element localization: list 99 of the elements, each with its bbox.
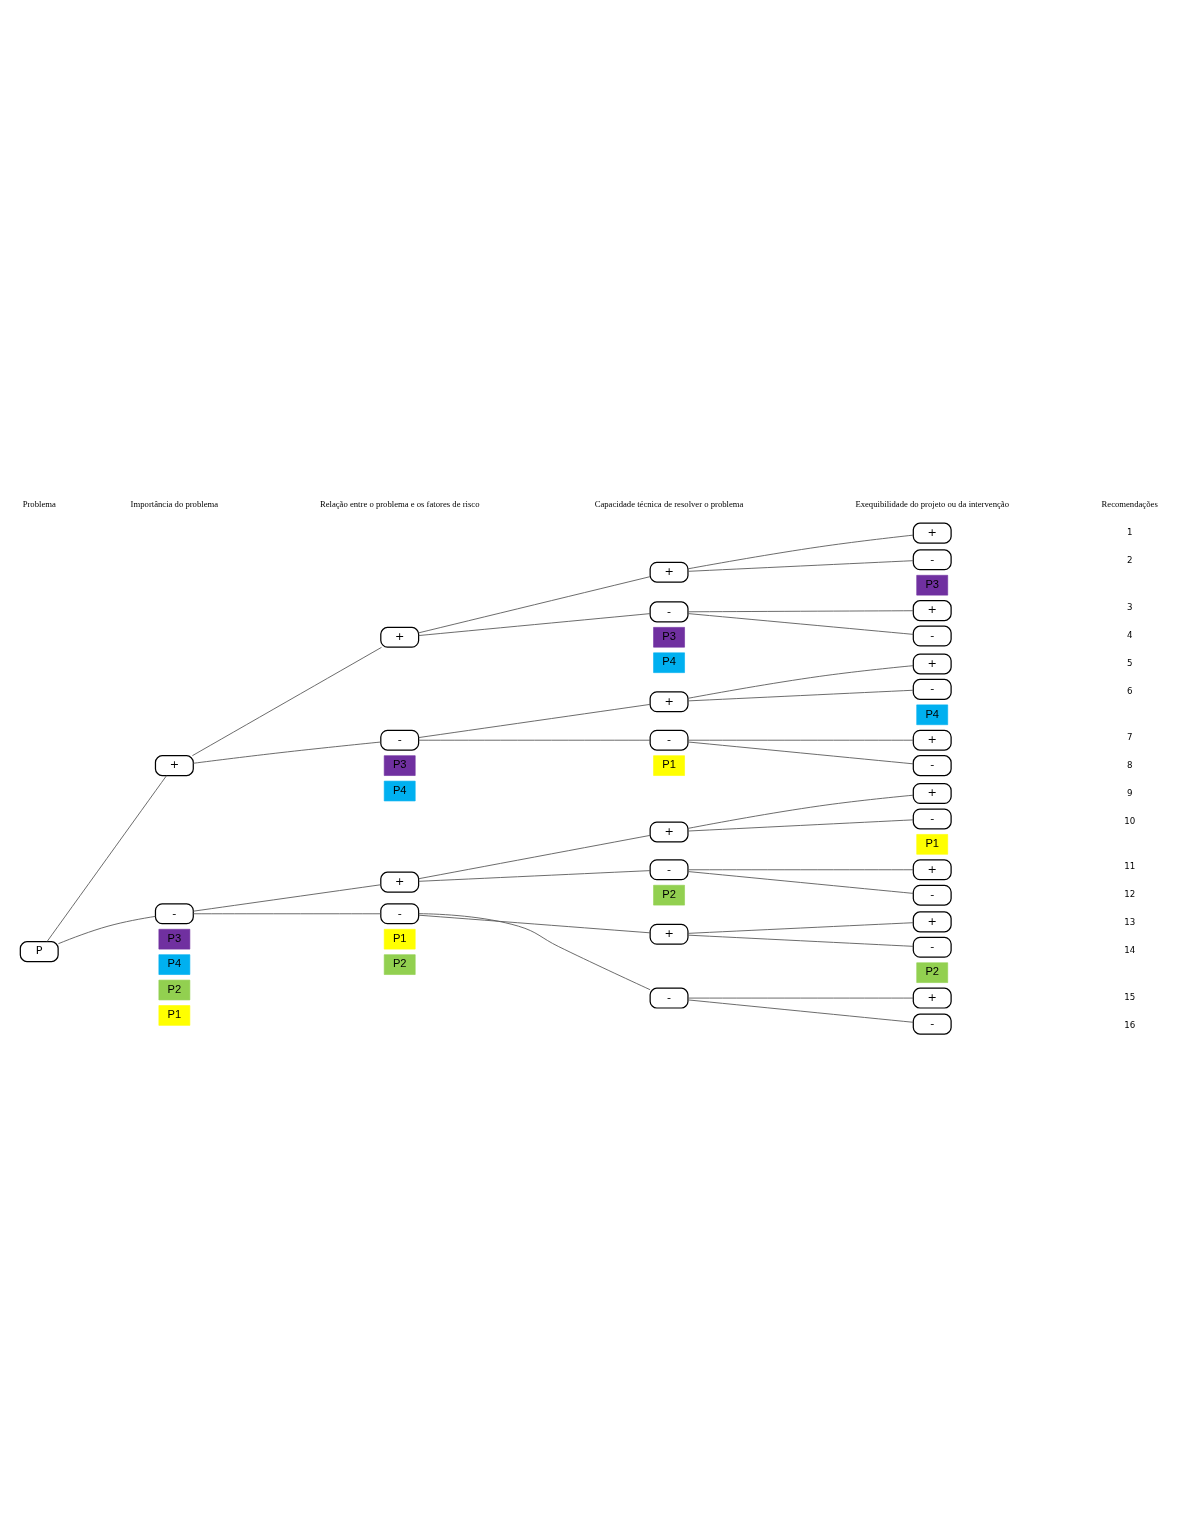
node-box: P1: [916, 833, 948, 855]
connector: [687, 921, 914, 934]
label: 2: [1126, 554, 1133, 565]
connector: [192, 741, 382, 764]
connector: [687, 664, 914, 699]
connector: [687, 741, 914, 764]
node-box: +: [912, 910, 952, 932]
label: 11: [1124, 860, 1136, 871]
connector: [192, 912, 382, 914]
node-box: +: [912, 729, 952, 751]
label: 16: [1124, 1019, 1136, 1030]
node-box: -: [912, 936, 952, 958]
connector: [687, 998, 914, 1023]
node-box: -: [912, 548, 952, 570]
connector: [687, 934, 914, 947]
node-box: -: [380, 729, 420, 751]
label: 9: [1126, 787, 1133, 798]
node-box: -: [154, 902, 194, 924]
label: 7: [1126, 731, 1133, 742]
connector: [687, 559, 914, 572]
node-box: -: [380, 902, 420, 924]
connector: [418, 912, 651, 990]
connector: [687, 818, 914, 831]
node-box: -: [649, 858, 689, 880]
connector: [687, 739, 914, 741]
node-box: -: [912, 754, 952, 776]
node-box: +: [912, 652, 952, 674]
connector: [191, 646, 382, 756]
node-box: -: [912, 678, 952, 700]
label: 10: [1124, 815, 1136, 826]
node-box: P1: [653, 754, 685, 776]
node-box: -: [912, 807, 952, 829]
connector: [687, 609, 914, 612]
connector: [418, 834, 651, 879]
label: 8: [1126, 759, 1133, 770]
node-box: +: [649, 690, 689, 712]
node-box: P4: [653, 652, 685, 673]
connector: [192, 883, 382, 912]
label: 15: [1124, 991, 1136, 1002]
connector: [687, 534, 914, 569]
node-box: -: [649, 600, 689, 622]
node-box: +: [912, 858, 952, 880]
connector: [418, 612, 651, 636]
node-box: P2: [916, 961, 948, 983]
node-box: -: [649, 987, 689, 1009]
node-box: P2: [158, 979, 191, 1000]
node-box: +: [154, 754, 194, 776]
label: Relação entre o problema e os fatores de risco: [319, 498, 480, 509]
node-box: P3: [158, 928, 191, 949]
node-box: +: [380, 626, 420, 648]
label: Exequibilidade do projeto ou da intervenção: [855, 498, 1010, 509]
node-box: +: [912, 987, 952, 1009]
label: Importância do problema: [130, 498, 219, 509]
node-box: P1: [158, 1004, 191, 1026]
connector: [57, 915, 156, 944]
node-box: +: [649, 820, 689, 842]
node-box: P3: [916, 574, 948, 595]
label: 12: [1124, 888, 1136, 899]
node-box: P2: [383, 953, 416, 975]
node-box: +: [912, 599, 952, 621]
connector: [687, 997, 914, 999]
label: 14: [1124, 944, 1136, 955]
node-box: P: [19, 940, 59, 962]
node-box: +: [649, 923, 689, 945]
connector: [418, 869, 651, 882]
node-box: P1: [383, 928, 416, 949]
connector: [418, 914, 651, 933]
connector: [687, 870, 914, 894]
connector: [418, 575, 651, 633]
connector: [687, 689, 914, 701]
label: Capacidade técnica de resolver o problema: [594, 498, 744, 509]
node-box: +: [912, 522, 952, 544]
node-box: P4: [916, 704, 948, 725]
node-box: -: [912, 1013, 952, 1035]
connector: [687, 794, 914, 829]
connector: [687, 612, 914, 635]
label: 1: [1126, 526, 1133, 537]
connector: [418, 739, 651, 741]
node-box: +: [380, 871, 420, 893]
label: 6: [1126, 685, 1133, 696]
node-box: P3: [383, 754, 416, 776]
label: 5: [1126, 657, 1133, 668]
node-box: -: [649, 729, 689, 751]
label: Problema: [22, 498, 56, 509]
node-box: P4: [158, 953, 191, 975]
connector: [687, 868, 914, 870]
connector: [46, 774, 167, 942]
node-box: P2: [653, 884, 685, 905]
node-box: P4: [383, 780, 416, 801]
node-box: -: [912, 884, 952, 906]
connector: [418, 703, 651, 738]
node-box: +: [912, 782, 952, 804]
label: 4: [1126, 629, 1133, 640]
node-box: -: [912, 625, 952, 647]
label: 3: [1126, 601, 1133, 612]
label: 13: [1124, 916, 1136, 927]
label: Recomendações: [1101, 498, 1158, 509]
node-box: +: [649, 561, 689, 583]
node-box: P3: [653, 626, 685, 648]
